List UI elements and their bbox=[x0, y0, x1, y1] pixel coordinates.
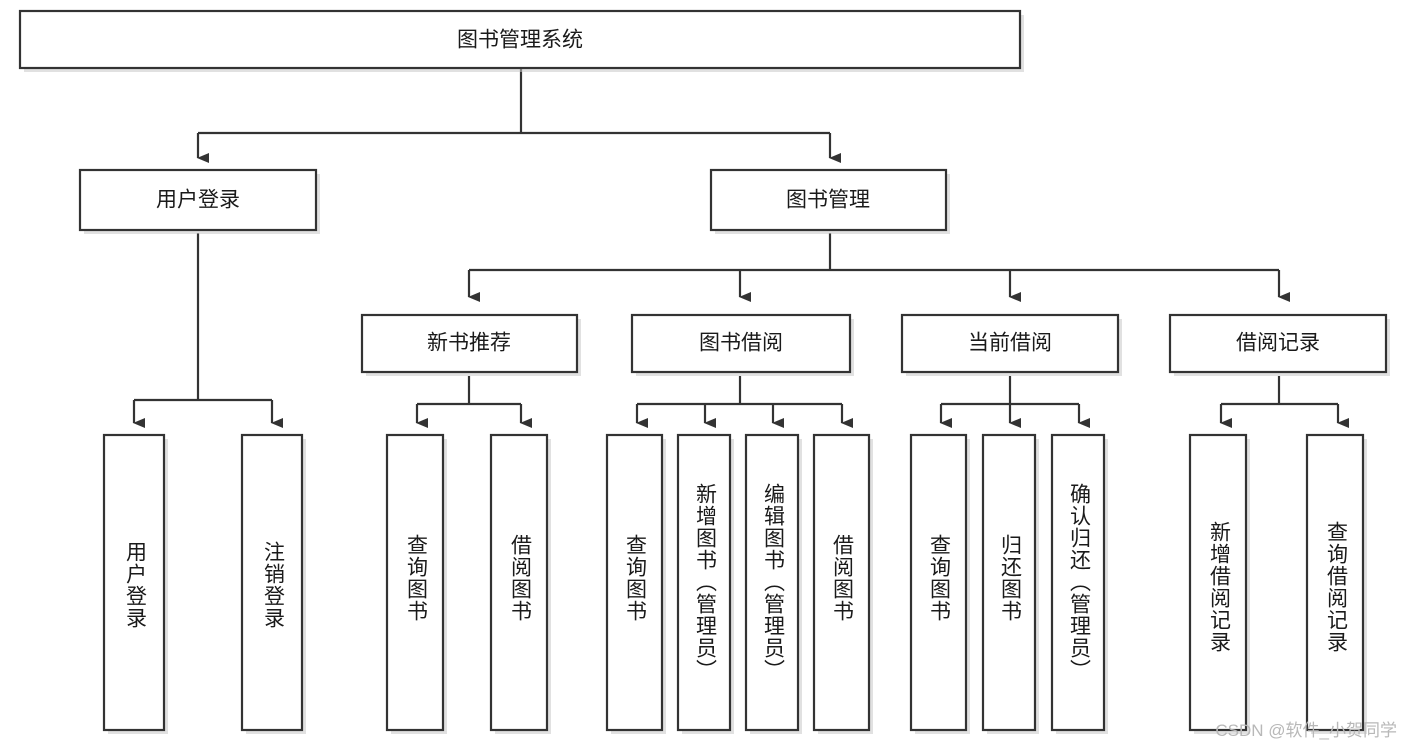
node-user-login[interactable]: 用户登录 bbox=[78, 168, 320, 234]
node-book-manage-rect bbox=[709, 168, 948, 232]
node-leaf-query-book-1[interactable]: 查询图书 bbox=[385, 433, 447, 734]
node-book-borrow-rect bbox=[630, 313, 852, 374]
node-leaf-add-record-rect bbox=[1188, 433, 1248, 732]
node-leaf-return-book-label: 归还图书 bbox=[998, 534, 1022, 622]
node-leaf-user-logout-rect bbox=[240, 433, 304, 732]
node-leaf-user-login-label: 用户登录 bbox=[123, 541, 147, 629]
node-current-borrow-label: 当前借阅 bbox=[968, 332, 1052, 355]
node-book-manage-label: 图书管理 bbox=[786, 189, 870, 212]
node-root-rect bbox=[18, 9, 1022, 70]
node-leaf-borrow-book-1[interactable]: 借阅图书 bbox=[489, 433, 551, 734]
node-leaf-user-login-rect bbox=[102, 433, 166, 732]
node-leaf-user-login[interactable]: 用户登录 bbox=[102, 433, 168, 734]
node-leaf-query-book-2-rect bbox=[605, 433, 664, 732]
node-borrow-record-rect bbox=[1168, 313, 1388, 374]
node-root[interactable]: 图书管理系统 bbox=[18, 9, 1024, 72]
node-leaf-query-book-3-rect bbox=[909, 433, 968, 732]
node-root-label: 图书管理系统 bbox=[457, 29, 583, 52]
node-leaf-edit-book[interactable]: 编辑图书（管理员） bbox=[744, 433, 802, 734]
node-leaf-confirm-return[interactable]: 确认归还（管理员） bbox=[1050, 433, 1108, 734]
node-leaf-user-logout[interactable]: 注销登录 bbox=[240, 433, 306, 734]
node-leaf-query-book-1-label: 查询图书 bbox=[404, 534, 428, 622]
node-leaf-add-book-rect bbox=[676, 433, 732, 732]
node-user-login-label: 用户登录 bbox=[156, 189, 240, 212]
node-book-borrow[interactable]: 图书借阅 bbox=[630, 313, 854, 376]
node-current-borrow-rect bbox=[900, 313, 1120, 374]
node-leaf-confirm-return-rect bbox=[1050, 433, 1106, 732]
node-leaf-query-record-label: 查询借阅记录 bbox=[1324, 521, 1348, 653]
node-leaf-query-book-3-label: 查询图书 bbox=[927, 534, 951, 622]
node-user-login-rect bbox=[78, 168, 318, 232]
node-leaf-query-book-2[interactable]: 查询图书 bbox=[605, 433, 666, 734]
node-leaf-edit-book-rect bbox=[744, 433, 800, 732]
node-leaf-query-record[interactable]: 查询借阅记录 bbox=[1305, 433, 1367, 734]
node-new-book-rec-label: 新书推荐 bbox=[427, 332, 511, 355]
node-leaf-borrow-book-2-label: 借阅图书 bbox=[830, 534, 854, 622]
node-leaf-return-book[interactable]: 归还图书 bbox=[981, 433, 1039, 734]
node-current-borrow[interactable]: 当前借阅 bbox=[900, 313, 1122, 376]
node-new-book-rec[interactable]: 新书推荐 bbox=[360, 313, 581, 376]
node-leaf-add-book[interactable]: 新增图书（管理员） bbox=[676, 433, 734, 734]
node-new-book-rec-rect bbox=[360, 313, 579, 374]
node-leaf-borrow-book-1-label: 借阅图书 bbox=[508, 534, 532, 622]
node-book-manage[interactable]: 图书管理 bbox=[709, 168, 950, 234]
node-leaf-query-book-1-rect bbox=[385, 433, 445, 732]
node-borrow-record-label: 借阅记录 bbox=[1236, 332, 1320, 355]
node-leaf-borrow-book-2-rect bbox=[812, 433, 871, 732]
node-leaf-query-book-3[interactable]: 查询图书 bbox=[909, 433, 970, 734]
node-leaf-return-book-rect bbox=[981, 433, 1037, 732]
node-book-borrow-label: 图书借阅 bbox=[699, 332, 783, 355]
node-leaf-add-record-label: 新增借阅记录 bbox=[1207, 521, 1231, 653]
node-leaf-confirm-return-label: 确认归还（管理员） bbox=[1067, 483, 1091, 681]
node-leaf-query-book-2-label: 查询图书 bbox=[623, 534, 647, 622]
node-leaf-query-record-rect bbox=[1305, 433, 1365, 732]
node-leaf-borrow-book-2[interactable]: 借阅图书 bbox=[812, 433, 873, 734]
node-leaf-borrow-book-1-rect bbox=[489, 433, 549, 732]
node-borrow-record[interactable]: 借阅记录 bbox=[1168, 313, 1390, 376]
node-leaf-user-logout-label: 注销登录 bbox=[261, 541, 285, 629]
node-leaf-edit-book-label: 编辑图书（管理员） bbox=[761, 483, 785, 681]
node-leaf-add-record[interactable]: 新增借阅记录 bbox=[1188, 433, 1250, 734]
connector-layer bbox=[132, 69, 1349, 428]
node-leaf-add-book-label: 新增图书（管理员） bbox=[693, 483, 717, 681]
